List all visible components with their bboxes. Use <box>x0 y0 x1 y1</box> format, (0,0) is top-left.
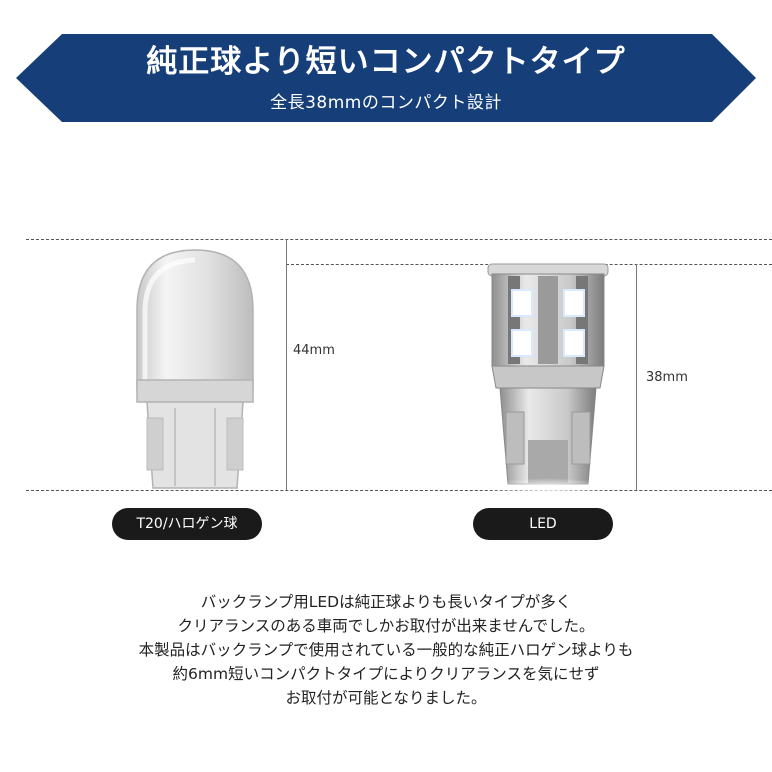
halogen-bulb-image <box>136 249 254 489</box>
description-line: 約6mm短いコンパクトタイプによりクリアランスを気にせず <box>172 665 600 683</box>
halogen-dimension-line <box>286 239 287 490</box>
description-line: バックランプ用LEDは純正球よりも長いタイプが多く <box>200 593 572 611</box>
led-length-label: 38mm <box>646 370 688 385</box>
banner-background <box>16 34 756 122</box>
halogen-length-label: 44mm <box>293 343 335 358</box>
bottom-guide <box>26 490 772 491</box>
banner-subtitle: 全長38mmのコンパクト設計 <box>270 93 502 113</box>
description-line: 本製品はバックランプで使用されている一般的な純正ハロゲン球よりも <box>138 641 634 659</box>
led-bulb-image <box>484 263 612 497</box>
description-line: クリアランスのある車両でしかお取付が出来ませんでした。 <box>177 617 595 635</box>
halogen-label-badge: T20/ハロゲン球 <box>112 508 262 540</box>
description-line: お取付が可能となりました。 <box>285 689 487 707</box>
led-label-badge: LED <box>473 508 613 540</box>
description-text: バックランプ用LEDは純正球よりも長いタイプが多く クリアランスのある車両でしか… <box>0 590 772 710</box>
led-dimension-line <box>636 264 637 490</box>
banner-title: 純正球より短いコンパクトタイプ <box>146 44 626 80</box>
header-banner: 純正球より短いコンパクトタイプ 全長38mmのコンパクト設計 <box>0 0 772 130</box>
halogen-top-guide <box>26 239 772 240</box>
